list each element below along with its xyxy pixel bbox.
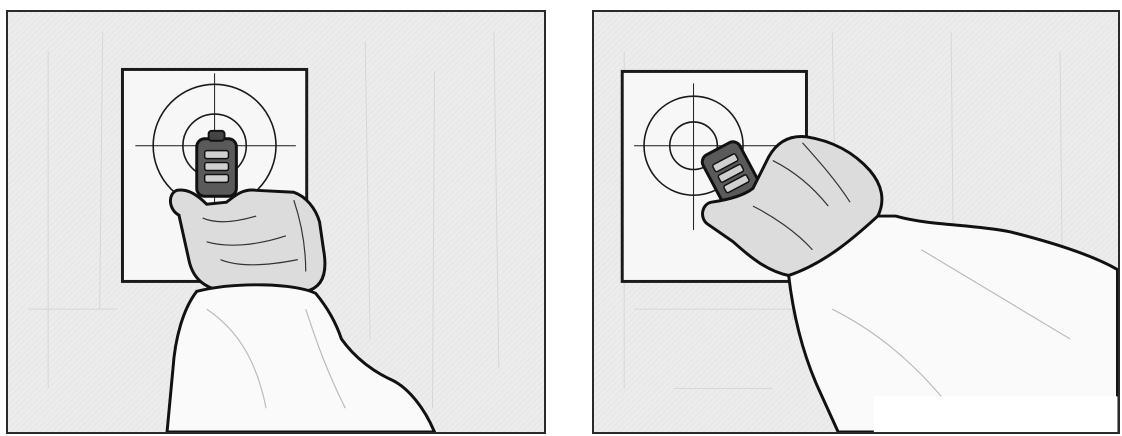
- left-photo-panel: [6, 10, 546, 434]
- right-photo-panel: [592, 10, 1120, 434]
- right-photo-sketch: [594, 12, 1118, 432]
- light-patch: [874, 396, 1118, 432]
- left-photo-sketch: [8, 12, 544, 432]
- handheld-device: [197, 131, 237, 196]
